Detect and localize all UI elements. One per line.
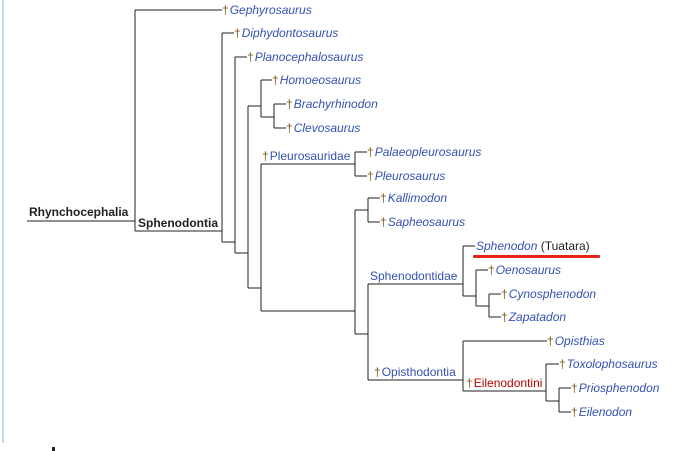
extinct-dagger-icon: †: [380, 191, 387, 205]
taxon-link[interactable]: Clevosaurus: [293, 121, 361, 135]
extinct-dagger-icon: †: [286, 121, 293, 135]
clade-link-sphenodontidae[interactable]: Sphenodontidae: [370, 269, 458, 283]
clade-pleurosauridae[interactable]: †Pleurosauridae: [262, 149, 350, 163]
taxon-link[interactable]: Priosphenodon: [578, 381, 660, 395]
common-name-tuatara: (Tuatara): [540, 239, 590, 253]
taxon-toxolophosaurus[interactable]: †Toxolophosaurus: [559, 357, 658, 371]
extinct-dagger-icon: †: [571, 405, 578, 419]
taxon-link[interactable]: Homoeosaurus: [279, 73, 362, 87]
extinct-dagger-icon: †: [286, 97, 293, 111]
taxon-link[interactable]: Oenosaurus: [495, 263, 562, 277]
taxon-planocephalosaurus[interactable]: †Planocephalosaurus: [247, 50, 363, 64]
taxon-oenosaurus[interactable]: †Oenosaurus: [488, 263, 561, 277]
taxon-link[interactable]: Brachyrhinodon: [293, 97, 378, 111]
extinct-dagger-icon: †: [380, 215, 387, 229]
extinct-dagger-icon: †: [222, 3, 229, 17]
clade-eilenodontini[interactable]: †Eilenodontini: [466, 376, 542, 390]
clade-sphenodontidae[interactable]: Sphenodontidae: [370, 269, 457, 283]
clade-link-opisthodontia[interactable]: Opisthodontia: [381, 365, 456, 379]
clade-opisthodontia[interactable]: †Opisthodontia: [374, 365, 456, 379]
taxon-link[interactable]: Cynosphenodon: [508, 287, 597, 301]
extinct-dagger-icon: †: [262, 149, 269, 163]
taxon-link[interactable]: Sphenodon: [476, 239, 538, 253]
clade-label-sphenodontia: Sphenodontia: [138, 216, 218, 230]
taxon-link[interactable]: Zapatadon: [508, 310, 567, 324]
extinct-dagger-icon: †: [367, 169, 374, 183]
taxon-zapatadon[interactable]: †Zapatadon: [501, 310, 566, 324]
extinct-dagger-icon: †: [501, 310, 508, 324]
taxon-link[interactable]: Kallimodon: [387, 191, 448, 205]
taxon-priosphenodon[interactable]: †Priosphenodon: [571, 381, 659, 395]
taxon-cynosphenodon[interactable]: †Cynosphenodon: [501, 287, 596, 301]
taxon-gephyrosaurus[interactable]: †Gephyrosaurus: [222, 3, 312, 17]
taxon-link[interactable]: Eilenodon: [578, 405, 633, 419]
clade-link-eilenodontini[interactable]: Eilenodontini: [473, 376, 543, 390]
taxon-diphydontosaurus[interactable]: †Diphydontosaurus: [234, 26, 338, 40]
clade-link-pleurosauridae[interactable]: Pleurosauridae: [269, 149, 351, 163]
partial-glyph-bottom: [52, 447, 55, 451]
extinct-dagger-icon: †: [466, 376, 473, 390]
extinct-dagger-icon: †: [247, 50, 254, 64]
taxon-pleurosaurus[interactable]: †Pleurosaurus: [367, 169, 445, 183]
extinct-dagger-icon: †: [571, 381, 578, 395]
extinct-dagger-icon: †: [559, 357, 566, 371]
taxon-brachyrhinodon[interactable]: †Brachyrhinodon: [286, 97, 378, 111]
taxon-link[interactable]: Gephyrosaurus: [229, 3, 312, 17]
taxon-kallimodon[interactable]: †Kallimodon: [380, 191, 447, 205]
taxon-opisthias[interactable]: †Opisthias: [547, 334, 605, 348]
taxon-link[interactable]: Diphydontosaurus: [241, 26, 339, 40]
taxon-sapheosaurus[interactable]: †Sapheosaurus: [380, 215, 465, 229]
extinct-dagger-icon: †: [272, 73, 279, 87]
taxon-link[interactable]: Toxolophosaurus: [566, 357, 658, 371]
highlight-underline: [473, 255, 600, 258]
taxon-link[interactable]: Sapheosaurus: [387, 215, 466, 229]
taxon-link[interactable]: Pleurosaurus: [374, 169, 446, 183]
taxon-clevosaurus[interactable]: †Clevosaurus: [286, 121, 360, 135]
taxon-eilenodon[interactable]: †Eilenodon: [571, 405, 632, 419]
extinct-dagger-icon: †: [374, 365, 381, 379]
taxon-homoeosaurus[interactable]: †Homoeosaurus: [272, 73, 361, 87]
taxon-link[interactable]: Palaeopleurosaurus: [374, 145, 482, 159]
taxon-sphenodon[interactable]: Sphenodon (Tuatara): [476, 239, 590, 253]
extinct-dagger-icon: †: [501, 287, 508, 301]
extinct-dagger-icon: †: [547, 334, 554, 348]
extinct-dagger-icon: †: [234, 26, 241, 40]
clade-label-rhynchocephalia: Rhynchocephalia: [29, 205, 129, 219]
extinct-dagger-icon: †: [488, 263, 495, 277]
taxon-link[interactable]: Opisthias: [554, 334, 605, 348]
taxon-palaeopleurosaurus[interactable]: †Palaeopleurosaurus: [367, 145, 481, 159]
taxon-link[interactable]: Planocephalosaurus: [254, 50, 364, 64]
page-left-border: [2, 0, 4, 443]
extinct-dagger-icon: †: [367, 145, 374, 159]
